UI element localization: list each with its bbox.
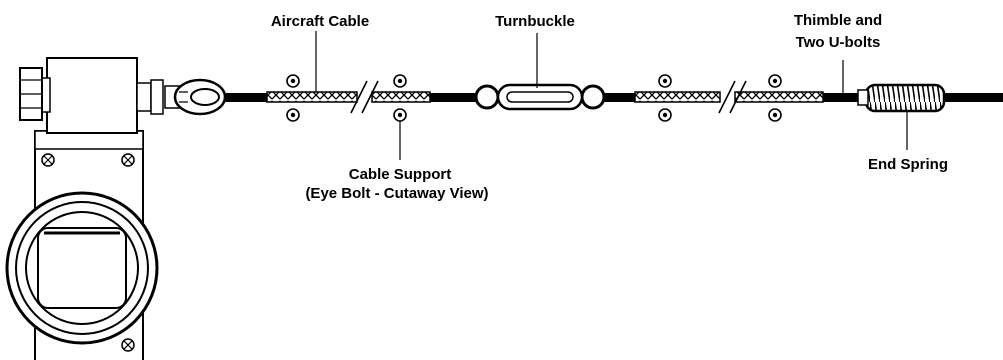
turnbuckle [474,83,606,111]
label-aircraft-cable: Aircraft Cable [271,13,369,30]
label-turnbuckle: Turnbuckle [495,13,575,30]
label-thimble-line1: Thimble and [794,12,882,29]
eye-hook [164,78,227,116]
end-spring [857,83,946,113]
eye-bolt-support [658,74,672,122]
label-cable-support-line1: Cable Support [349,166,452,183]
aircraft-cable [225,91,1003,103]
cable-break-mark [350,80,379,114]
label-thimble-line2: Two U-bolts [796,34,881,51]
label-cable-support-line2: (Eye Bolt - Cutaway View) [305,185,488,202]
transmitter-housing [5,57,164,360]
eye-bolt-support [768,74,782,122]
eye-bolt-support [286,74,300,122]
cable-break-mark [718,80,747,114]
label-end-spring: End Spring [868,156,948,173]
